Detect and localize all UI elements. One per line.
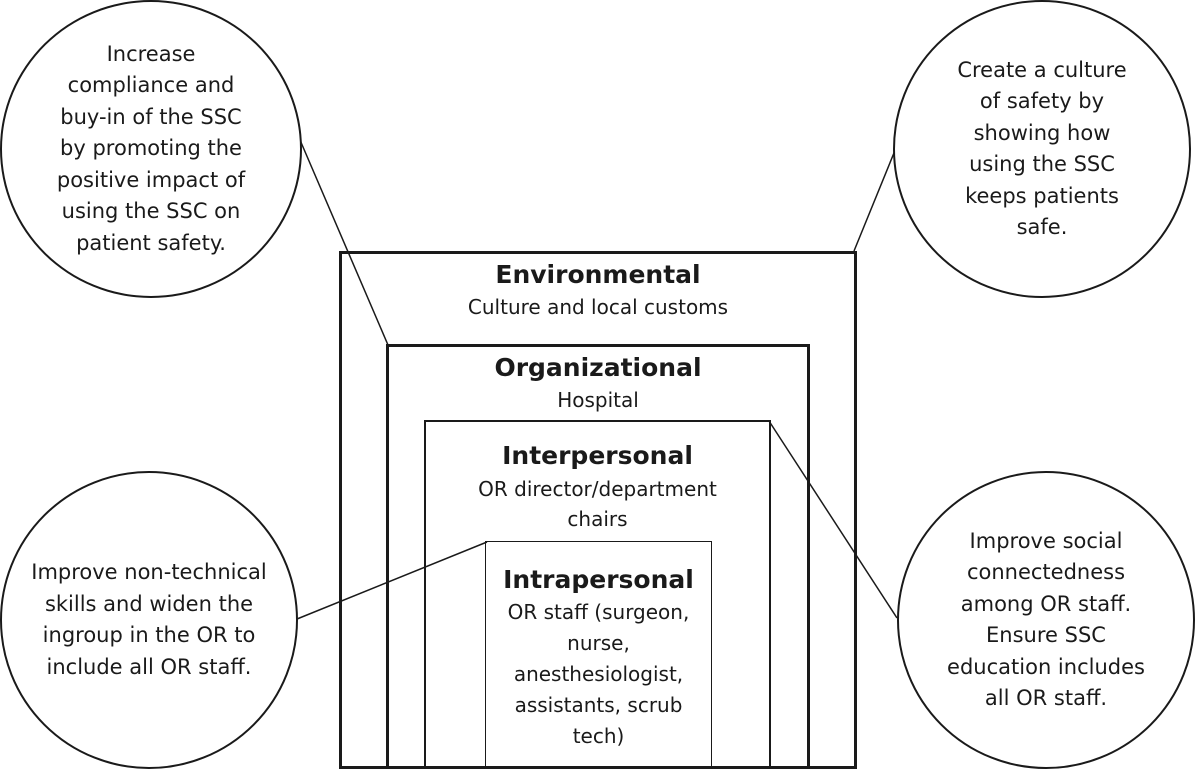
callout-text-bottom-right: Improve social connectedness among OR st… [947,528,1145,711]
interpersonal-title: Interpersonal [502,441,693,470]
callout-circle-bottom-right: Improve social connectedness among OR st… [897,471,1195,769]
environmental-title: Environmental [495,260,701,289]
interpersonal-subtitle: OR director/department chairs [478,477,717,531]
callout-circle-top-left: Increase compliance and buy-in of the SS… [0,0,302,298]
intrapersonal-title: Intrapersonal [503,565,694,594]
intrapersonal-subtitle: OR staff (surgeon, nurse, anesthesiologi… [507,600,690,748]
callout-text-top-left: Increase compliance and buy-in of the SS… [56,41,246,255]
organizational-title: Organizational [494,353,702,382]
organizational-subtitle: Hospital [557,388,639,412]
callout-text-top-right: Create a culture of safety by showing ho… [957,57,1127,240]
callout-text-bottom-left: Improve non-technical skills and widen t… [31,560,267,679]
callout-circle-top-right: Create a culture of safety by showing ho… [893,0,1191,298]
callout-circle-bottom-left: Improve non-technical skills and widen t… [0,471,298,769]
environmental-subtitle: Culture and local customs [467,295,729,319]
connector-top-right [853,147,897,252]
